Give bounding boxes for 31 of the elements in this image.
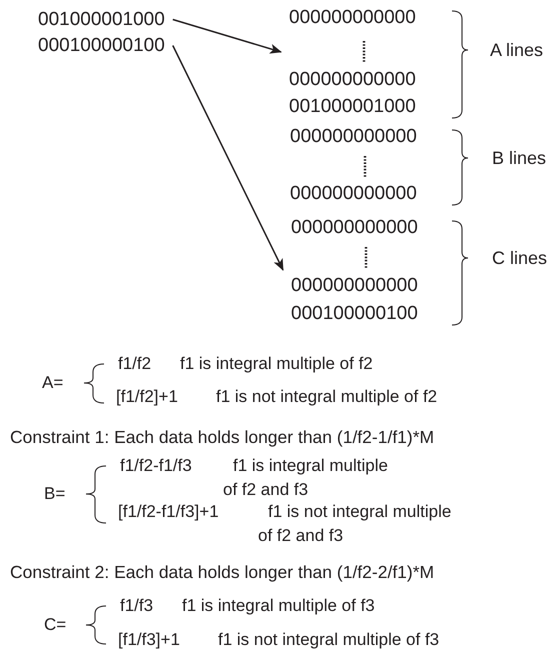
bit-pattern: 001000001000 [289,95,416,119]
condition-text: f1 is integral multiple of f2 [180,353,373,375]
formula: f1/f2-f1/f3 [120,455,192,477]
constraint-note: Constraint 2: Each data holds longer than (1/f2-2/f1)*M [10,561,434,583]
formula: [f1/f2]+1 [116,386,178,408]
constraint-note: Constraint 1: Each data holds longer than (1/f2-1/f1)*M [10,426,434,448]
bit-pattern: 000100000100 [291,302,418,326]
equation-lhs: C= [44,614,66,636]
bit-pattern: 000000000000 [290,182,417,206]
equation-lhs: A= [42,372,64,394]
condition-text: f1 is not integral multiple of f2 [216,386,438,408]
group-label: A lines [490,39,544,61]
formula: f1/f2 [118,353,152,375]
formula: [f1/f2-f1/f3]+1 [118,501,219,523]
equation-lhs: B= [44,483,66,505]
condition-text: f1 is not integral multiple of f3 [218,629,440,650]
bit-pattern: 000000000000 [291,216,418,240]
arrow [172,18,282,54]
bit-pattern: 000000000000 [290,125,417,149]
bit-pattern: 000100000100 [38,32,165,59]
arrow [172,45,284,271]
bit-pattern: 001000001000 [38,6,165,33]
group-label: C lines [492,247,548,269]
bit-pattern: 000000000000 [289,6,416,30]
bit-pattern: 000000000000 [291,274,418,298]
condition-text: f1 is integral multiple of f3 [182,595,375,617]
formula: [f1/f3]+1 [118,629,180,650]
formula: f1/f3 [120,595,154,617]
bit-pattern: 000000000000 [289,68,416,92]
group-label: B lines [492,147,546,169]
condition-text: f1 is not integral multiple of f2 and f3 [258,501,452,547]
